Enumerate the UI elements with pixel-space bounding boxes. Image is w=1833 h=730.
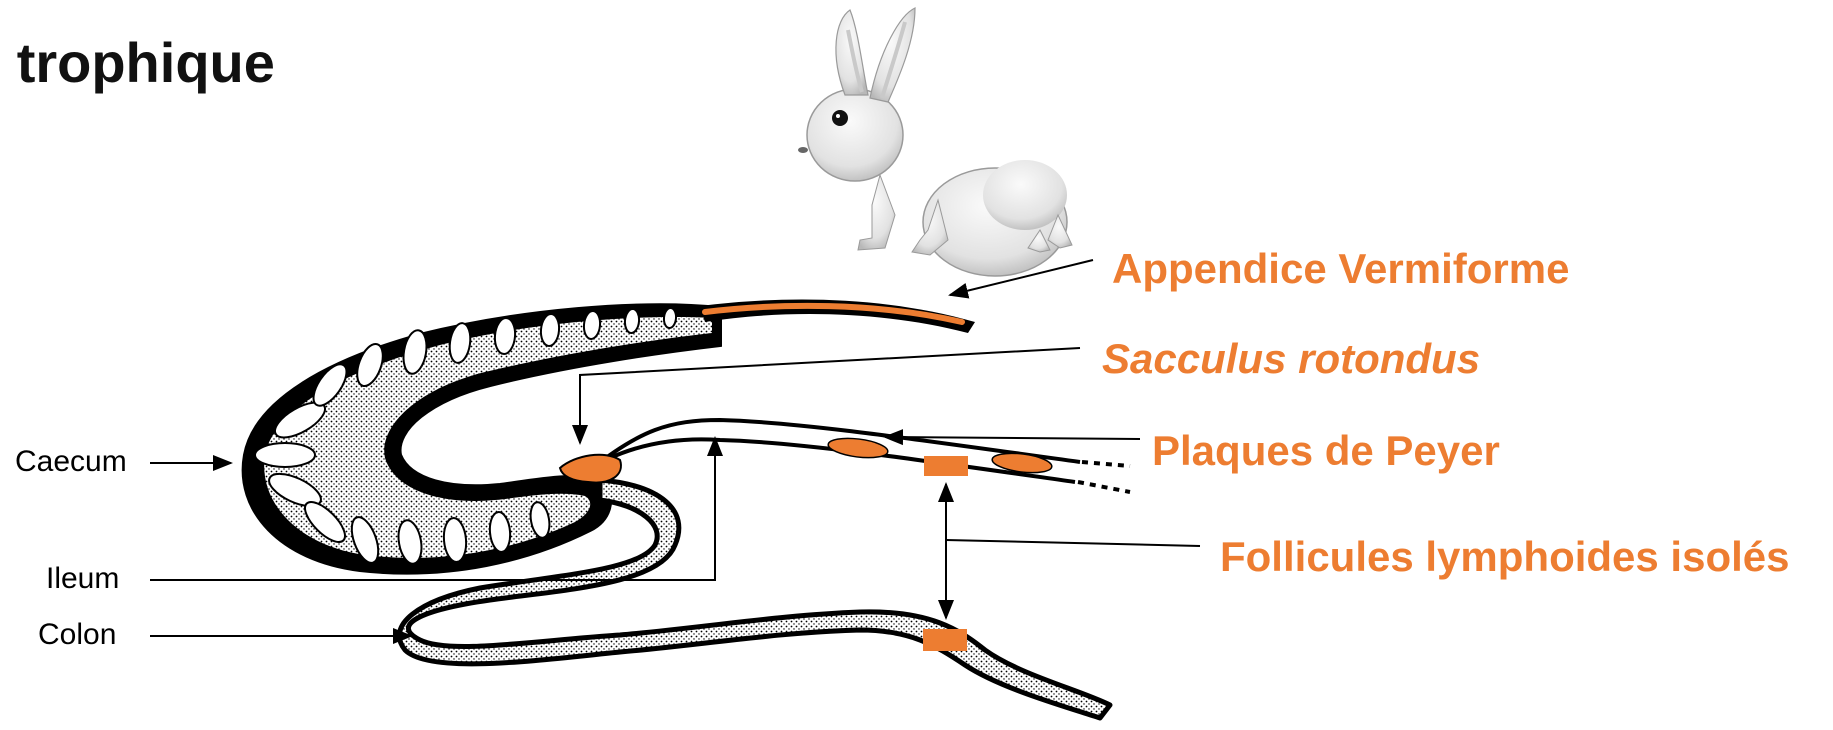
rabbit-illustration <box>798 8 1072 276</box>
label-appendix: Appendice Vermiforme <box>1112 245 1569 293</box>
follicle-colon <box>923 629 967 651</box>
peyer-patch-1 <box>827 435 889 460</box>
appendix <box>700 300 975 333</box>
label-follicles: Follicules lymphoides isolés <box>1220 533 1790 581</box>
label-colon: Colon <box>38 618 116 652</box>
page-title: e trophique <box>0 30 275 95</box>
label-caecum: Caecum <box>15 445 127 479</box>
caecum <box>244 305 720 572</box>
label-ileum: Ileum <box>46 562 119 596</box>
sacculus-patch <box>560 455 621 483</box>
label-sacculus: Sacculus rotondus <box>1102 335 1480 383</box>
follicle-ileum <box>924 456 968 476</box>
follicle-leader <box>946 540 1200 546</box>
label-peyer: Plaques de Peyer <box>1152 427 1500 475</box>
